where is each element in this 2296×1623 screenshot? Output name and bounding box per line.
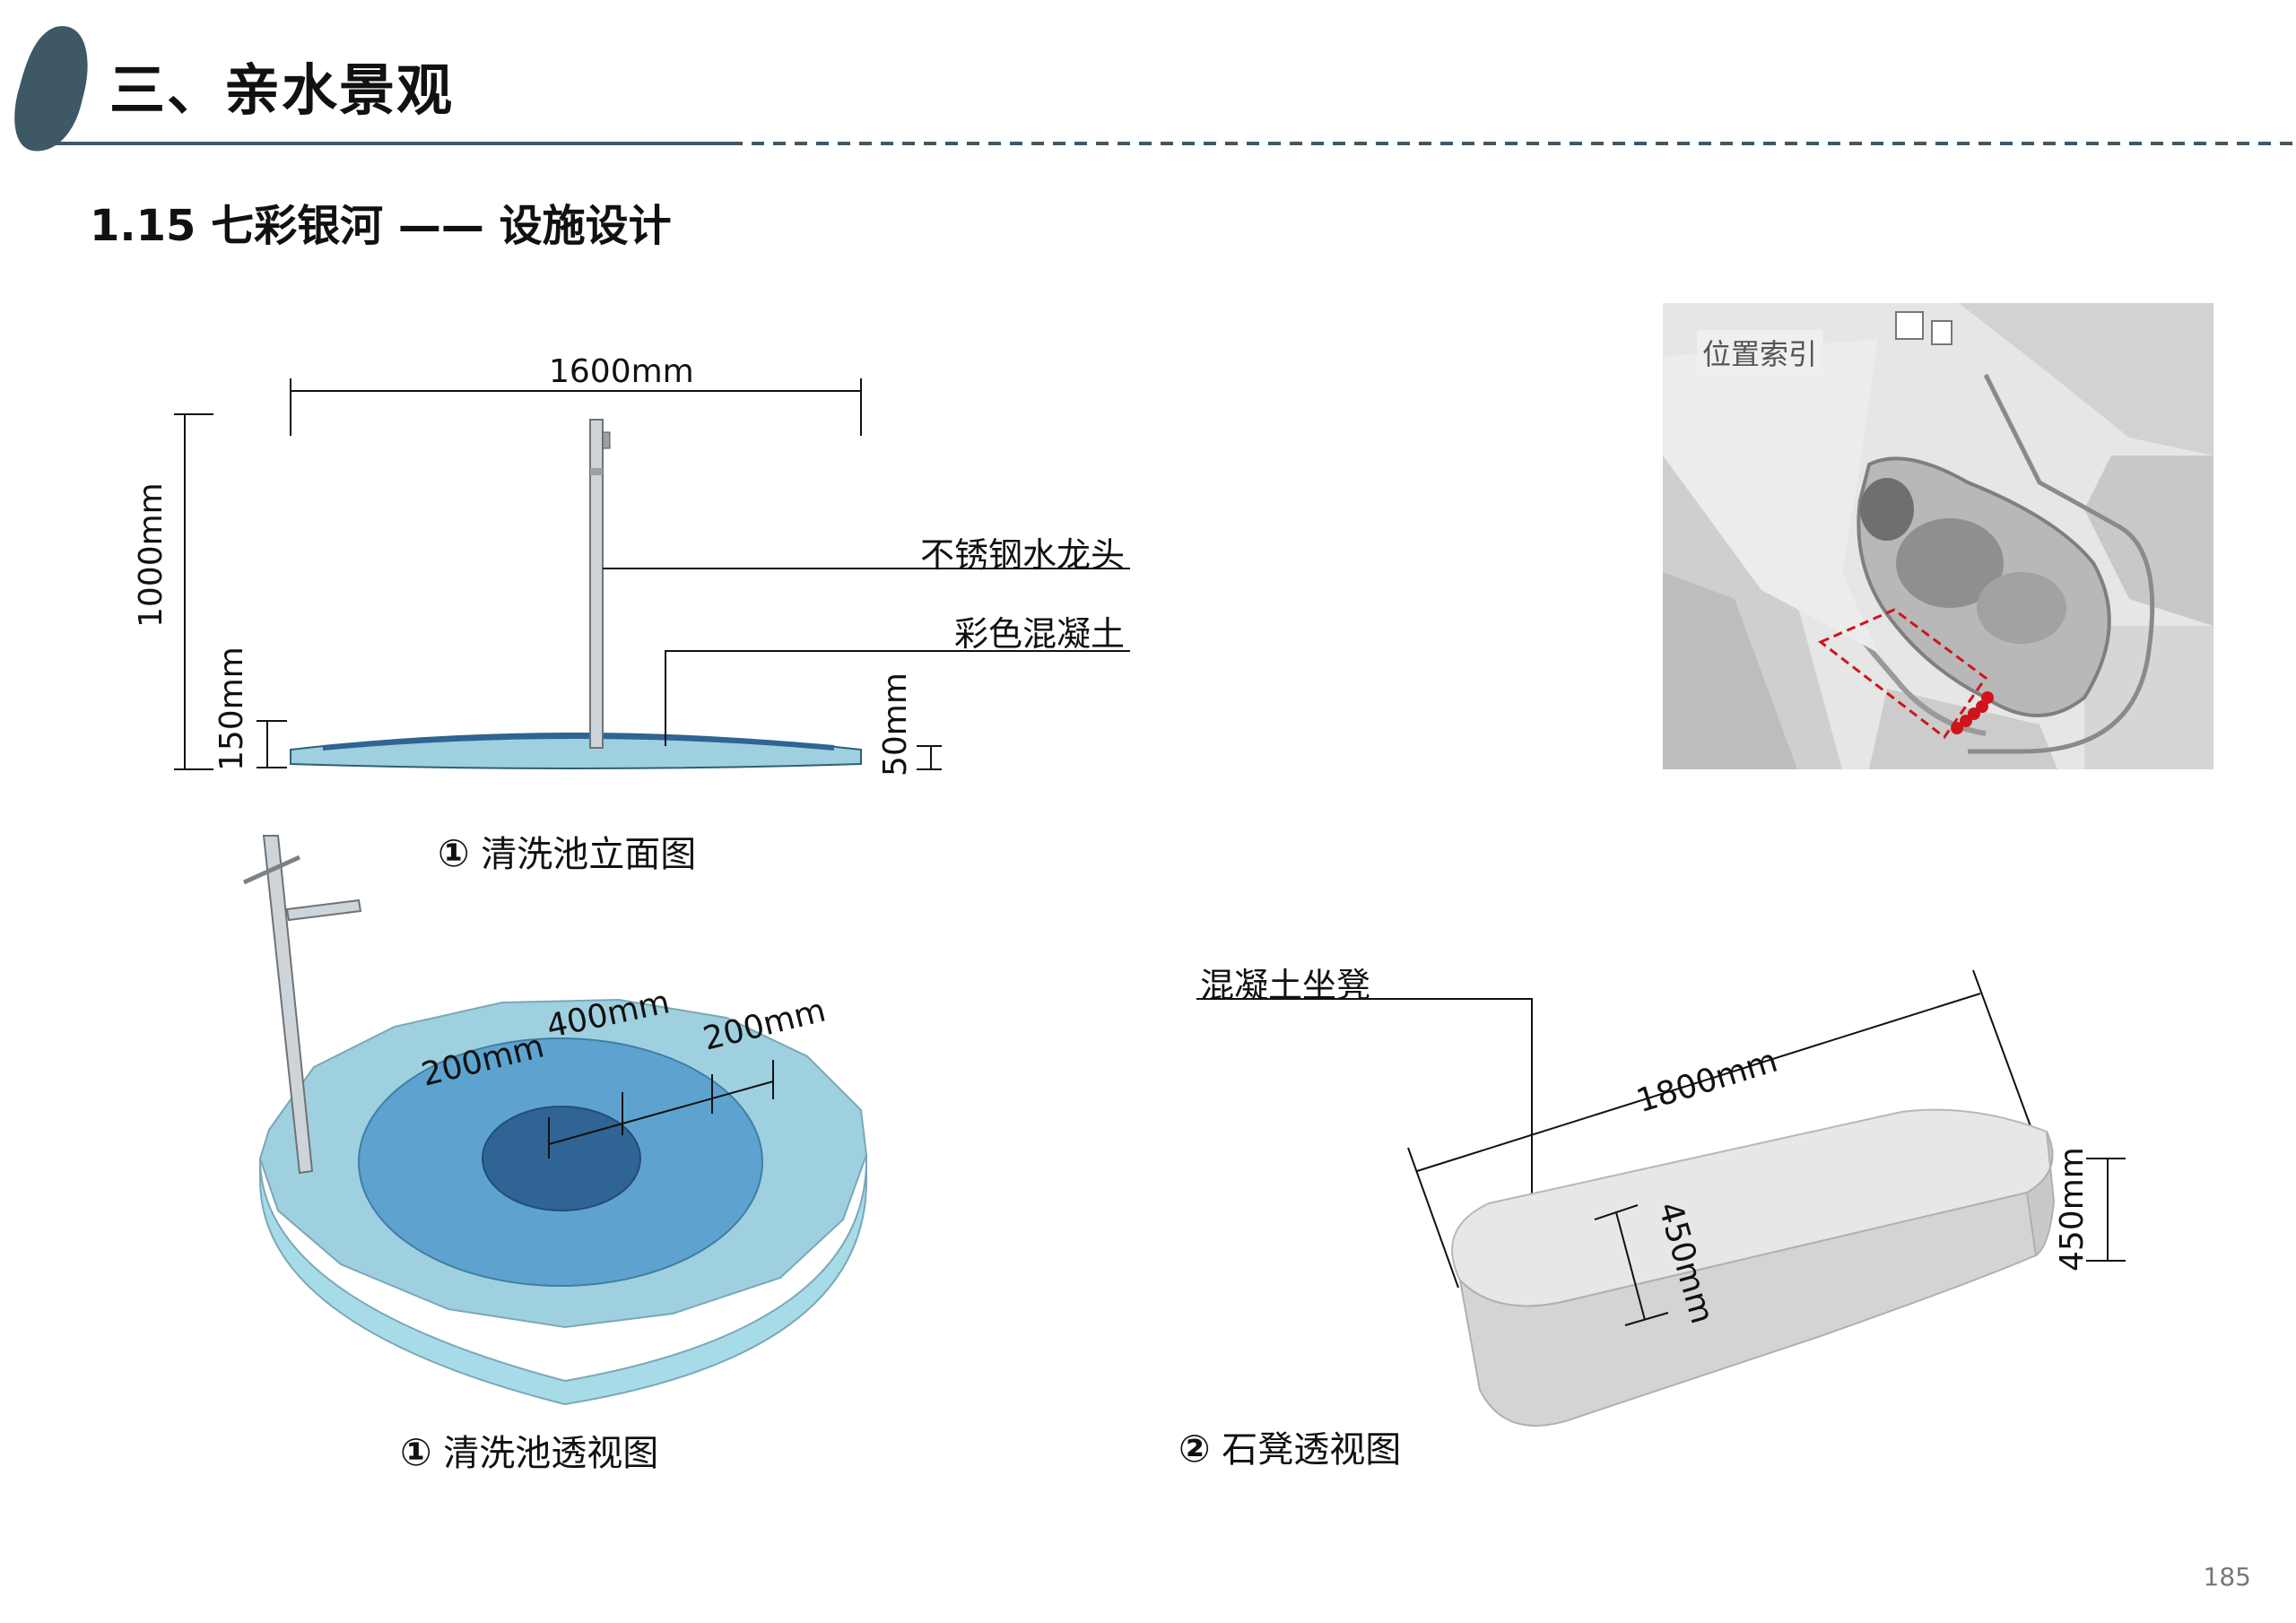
bench-caption: ② 石凳透视图 <box>1178 1420 1401 1472</box>
bench-caption-number: ② <box>1178 1427 1211 1471</box>
bench-drawing <box>1196 969 2126 1427</box>
elevation-caption: ① 清洗池立面图 <box>438 825 696 877</box>
pool-caption: ① 清洗池透视图 <box>400 1424 658 1476</box>
elevation-drawing <box>174 378 1130 770</box>
section-title: 三、亲水景观 <box>109 57 455 123</box>
elevation-width-dim: 1600mm <box>549 353 694 390</box>
header-leaf-icon <box>14 26 88 152</box>
elevation-caption-text: 清洗池立面图 <box>481 834 697 875</box>
elevation-height-dim: 1000mm <box>133 482 170 628</box>
pool-inner-basin <box>482 1106 641 1211</box>
header-decoration <box>14 26 2296 152</box>
map-location-frame <box>1818 608 1988 740</box>
pool-caption-number: ① <box>400 1430 432 1474</box>
bench-height-dim: 450mm <box>2054 1147 2091 1271</box>
callout-concrete: 彩色混凝土 <box>954 614 1126 654</box>
elevation-faucet-pipe <box>589 419 604 749</box>
page-subtitle: 1.15 七彩银河 —— 设施设计 <box>90 201 672 251</box>
callout-faucet: 不锈钢水龙头 <box>920 535 1126 575</box>
elevation-base-dim: 150mm <box>213 647 250 771</box>
callout-bench: 混凝土坐凳 <box>1200 966 1371 1005</box>
bench-front <box>1458 1191 2038 1427</box>
page-number: 185 <box>2203 1562 2251 1592</box>
perspective-faucet-pipe <box>262 835 314 1175</box>
elevation-edge-dim: 50mm <box>877 673 914 777</box>
location-map <box>1663 303 2213 769</box>
perspective-pool-drawing <box>242 835 868 1406</box>
location-map-label: 位置索引 <box>1697 330 1823 375</box>
pool-caption-text: 清洗池透视图 <box>443 1433 659 1474</box>
bench-caption-text: 石凳透视图 <box>1222 1429 1402 1471</box>
elevation-caption-number: ① <box>438 831 470 875</box>
